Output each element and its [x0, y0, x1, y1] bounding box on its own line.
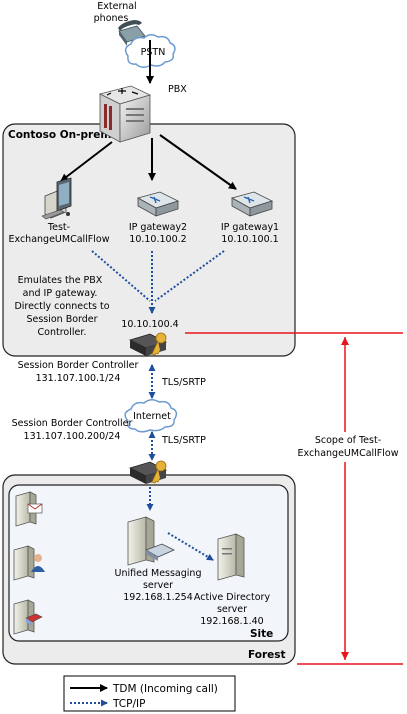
svg-text:Emulates the PBX: Emulates the PBX — [18, 275, 103, 286]
ip-gateway-icon — [136, 191, 180, 217]
svg-text:Test-: Test- — [47, 222, 70, 233]
svg-text:131.107.100.200/24: 131.107.100.200/24 — [24, 431, 121, 442]
pstn-label: PSTN — [141, 47, 166, 58]
svg-text:ExchangeUMCallFlow: ExchangeUMCallFlow — [9, 234, 110, 245]
svg-text:Unified Messaging: Unified Messaging — [115, 568, 202, 579]
ip-gateway-icon — [230, 191, 274, 217]
legend: TDM (Incoming call) TCP/IP — [63, 675, 236, 712]
svg-text:131.107.100.1/24: 131.107.100.1/24 — [36, 373, 121, 384]
tcpip-um-ad — [167, 532, 214, 561]
sbc1-label: Session Border Controller 131.107.100.1/… — [18, 360, 139, 384]
session-border-controller-icon — [128, 332, 168, 356]
scope-label: Scope of Test- ExchangeUMCallFlow — [298, 435, 399, 459]
server-icon — [15, 491, 43, 527]
svg-text:server: server — [143, 580, 173, 591]
server-icon — [127, 516, 175, 566]
svg-text:Session Border: Session Border — [26, 314, 97, 325]
svg-text:192.168.1.254: 192.168.1.254 — [123, 592, 193, 603]
scope-indicator — [185, 332, 403, 665]
svg-text:Controller.: Controller. — [38, 327, 87, 338]
svg-text:Session Border Controller: Session Border Controller — [12, 418, 133, 429]
site-label: Site — [250, 628, 273, 640]
session-border-controller-icon — [128, 460, 168, 484]
svg-text:Session Border Controller: Session Border Controller — [18, 360, 139, 371]
svg-text:IP gateway2: IP gateway2 — [129, 222, 187, 233]
emulates-note: Emulates the PBX and IP gateway. Directl… — [14, 275, 109, 338]
ip-gateway1-label: IP gateway1 10.10.100.1 — [221, 222, 279, 245]
pbx-switch-icon — [98, 85, 152, 143]
legend-tcpip-label: TCP/IP — [112, 698, 145, 710]
test-tool-label: Test- ExchangeUMCallFlow — [9, 222, 110, 245]
pbx-label: PBX — [168, 84, 187, 95]
tcpip-connections-onprem — [91, 250, 225, 314]
svg-text:ExchangeUMCallFlow: ExchangeUMCallFlow — [298, 448, 399, 459]
svg-text:Scope of Test-: Scope of Test- — [315, 435, 381, 446]
svg-text:IP gateway1: IP gateway1 — [221, 222, 279, 233]
external-phones-label: External phones — [94, 1, 137, 24]
tls-label-2: TLS/SRTP — [161, 435, 206, 446]
um-server-label: Unified Messaging server 192.168.1.254 — [115, 568, 202, 603]
svg-text:Directly connects to: Directly connects to — [14, 301, 109, 312]
svg-text:External: External — [97, 1, 136, 12]
sbc2-label: Session Border Controller 131.107.100.20… — [12, 418, 133, 442]
server-icon — [13, 545, 45, 581]
ad-server-label: Active Directory server 192.168.1.40 — [194, 592, 271, 627]
tls-label-1: TLS/SRTP — [161, 377, 206, 388]
server-icon — [13, 599, 43, 635]
ip-gateway2-label: IP gateway2 10.10.100.2 — [129, 222, 187, 245]
internet-cloud-icon — [124, 399, 178, 433]
svg-text:10.10.100.2: 10.10.100.2 — [129, 234, 186, 245]
site-region — [8, 484, 289, 642]
svg-text:192.168.1.40: 192.168.1.40 — [200, 616, 263, 627]
scope-label-bg — [296, 432, 400, 462]
svg-text:and IP gateway.: and IP gateway. — [23, 288, 98, 299]
svg-text:server: server — [217, 604, 247, 615]
computer-icon — [41, 177, 72, 220]
svg-text:10.10.100.1: 10.10.100.1 — [221, 234, 278, 245]
internet-label: Internet — [133, 411, 171, 422]
legend-tdm-label: TDM (Incoming call) — [112, 683, 218, 695]
sbc-internal-ip: 10.10.100.4 — [121, 319, 178, 330]
server-icon — [217, 533, 245, 581]
tdm-connections — [60, 40, 237, 190]
svg-text:Active Directory: Active Directory — [194, 592, 271, 603]
forest-label: Forest — [248, 649, 286, 661]
svg-text:phones: phones — [94, 13, 129, 24]
